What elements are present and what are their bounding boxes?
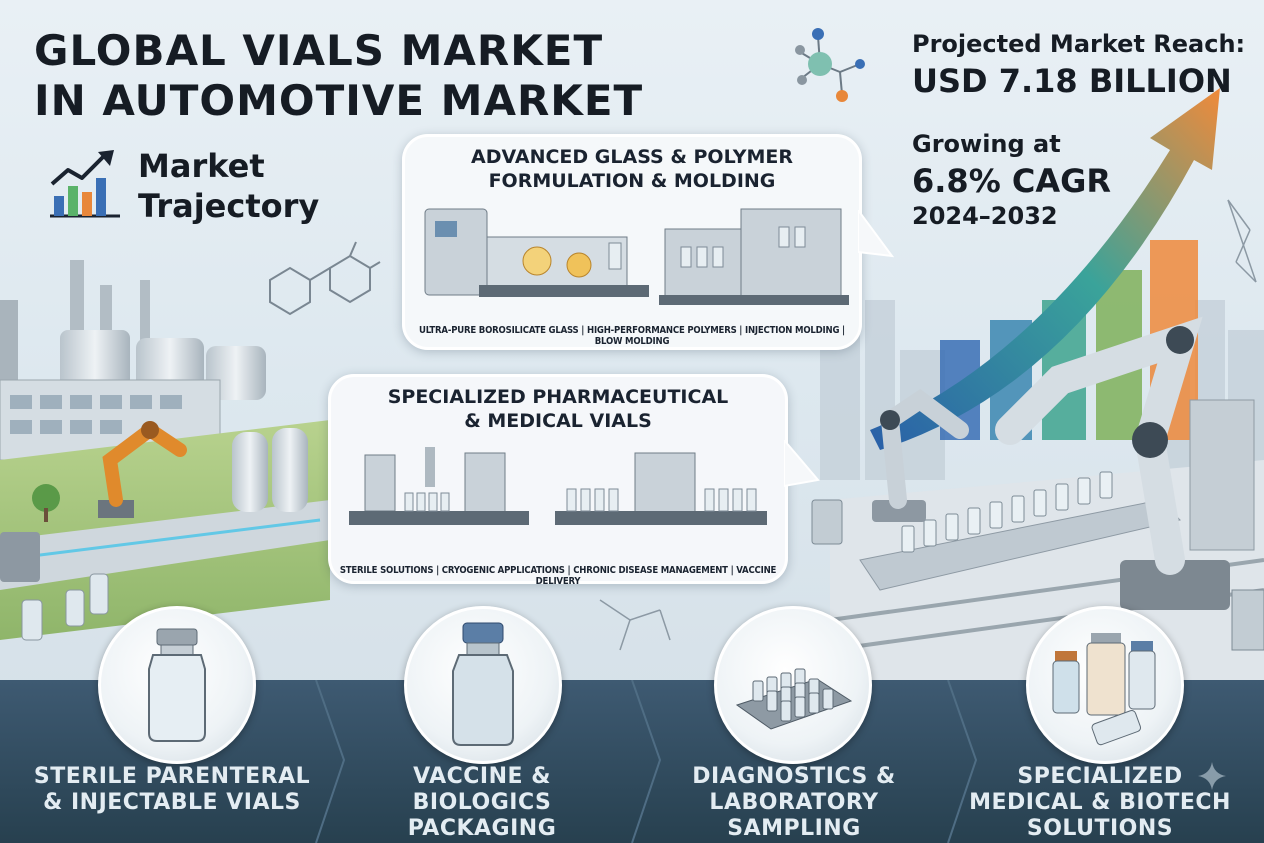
segment-label-line3: PACKAGING <box>407 816 557 841</box>
callout-caption: STERILE SOLUTIONS | CRYOGENIC APPLICATIO… <box>339 565 777 587</box>
factory-scene <box>0 260 330 641</box>
callout-title-line2: & MEDICAL VIALS <box>464 410 652 432</box>
callout-pointer <box>858 210 894 258</box>
page-title-line2: IN AUTOMOTIVE MARKET <box>34 76 644 125</box>
vial-filling-illustration <box>349 447 767 525</box>
segment-label: DIAGNOSTICS & LABORATORY SAMPLING <box>644 764 944 842</box>
segment-label: SPECIALIZED MEDICAL & BIOTECH SOLUTIONS <box>950 764 1250 842</box>
segment-circle <box>404 606 562 764</box>
segment-label-line3: SOLUTIONS <box>1026 816 1174 841</box>
callout-caption: ULTRA-PURE BOROSILICATE GLASS | HIGH-PER… <box>419 325 845 347</box>
network-decoration <box>599 199 1257 651</box>
sparkle-icon <box>1198 762 1226 790</box>
callout-glass-polymer: ADVANCED GLASS & POLYMER FORMULATION & M… <box>402 134 862 350</box>
molecule-decoration <box>269 241 381 316</box>
trajectory-line1: Market <box>138 147 265 185</box>
segment-label-line1: DIAGNOSTICS & <box>692 764 896 789</box>
vaccine-vial-icon <box>452 622 514 746</box>
callout-title-line1: SPECIALIZED PHARMACEUTICAL <box>387 386 729 408</box>
segment-circle <box>98 606 256 764</box>
page-title-line1: GLOBAL VIALS MARKET <box>34 26 604 75</box>
growth-years: 2024–2032 <box>912 202 1058 230</box>
growth-cagr-value: 6.8% CAGR <box>912 162 1112 200</box>
callout-pharma-vials: SPECIALIZED PHARMACEUTICAL & MEDICAL VIA… <box>328 374 788 587</box>
segment-label-line1: STERILE PARENTERAL <box>33 764 311 789</box>
market-trajectory-label: Market Trajectory <box>138 146 319 226</box>
callout-pointer <box>784 440 820 488</box>
molding-machine-illustration <box>424 208 849 305</box>
segment-label: VACCINE & BIOLOGICS PACKAGING <box>332 764 632 842</box>
segment-label: STERILE PARENTERAL & INJECTABLE VIALS <box>22 764 322 816</box>
segment-label-line2: MEDICAL & BIOTECH <box>969 790 1231 815</box>
segment-dividers <box>315 680 978 843</box>
callout-title-line1: ADVANCED GLASS & POLYMER <box>470 146 794 168</box>
segment-label-line1: SPECIALIZED <box>1017 764 1183 789</box>
callout-title: ADVANCED GLASS & POLYMER FORMULATION & M… <box>405 145 859 193</box>
market-reach-value: USD 7.18 BILLION <box>912 62 1232 100</box>
segment-label-line2: & INJECTABLE VIALS <box>43 790 301 815</box>
segment-circle <box>1026 606 1184 764</box>
page-title: GLOBAL VIALS MARKET IN AUTOMOTIVE MARKET <box>34 26 734 126</box>
biotech-vials-icon <box>1052 633 1156 746</box>
bar-chart-trend-icon <box>50 150 120 218</box>
injectable-vial-icon <box>148 628 206 742</box>
sample-tray-icon <box>735 668 853 730</box>
segment-circle <box>714 606 872 764</box>
segment-label-line3: SAMPLING <box>727 816 861 841</box>
trajectory-line2: Trajectory <box>138 187 320 225</box>
segment-label-line2: BIOLOGICS <box>412 790 552 815</box>
market-reach-label: Projected Market Reach: <box>912 30 1246 58</box>
growth-label: Growing at <box>912 130 1061 158</box>
callout-title: SPECIALIZED PHARMACEUTICAL & MEDICAL VIA… <box>331 385 785 433</box>
segment-label-line2: LABORATORY <box>709 790 879 815</box>
callout-title-line2: FORMULATION & MOLDING <box>488 170 776 192</box>
growth-arrow <box>870 88 1220 450</box>
segment-label-line1: VACCINE & <box>413 764 551 789</box>
